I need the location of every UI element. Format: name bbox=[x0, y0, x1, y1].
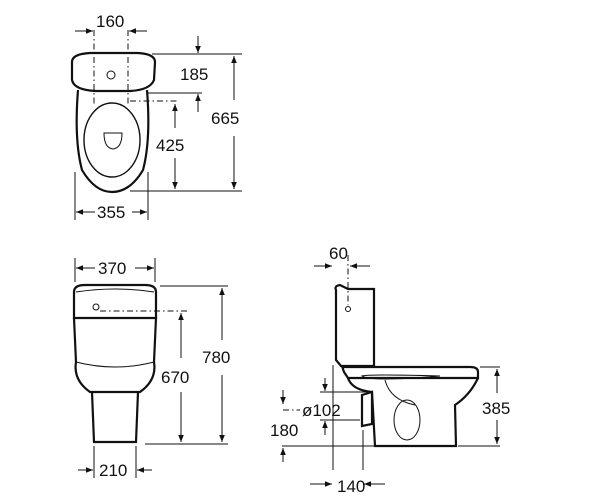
dim-185: 185 bbox=[180, 65, 208, 84]
dim-210: 210 bbox=[99, 461, 127, 480]
side-view: 60 385 ø102 180 140 bbox=[270, 244, 510, 496]
dim-670: 670 bbox=[161, 368, 189, 387]
dim-665: 665 bbox=[211, 109, 239, 128]
top-view: 160 185 665 425 355 bbox=[70, 12, 242, 222]
dim-370: 370 bbox=[98, 259, 126, 278]
front-view: 370 670 780 210 bbox=[72, 258, 230, 480]
dim-160: 160 bbox=[96, 12, 124, 31]
dim-diameter-102: ø102 bbox=[302, 401, 341, 420]
dim-425: 425 bbox=[156, 136, 184, 155]
dim-780: 780 bbox=[202, 348, 230, 367]
dim-60: 60 bbox=[329, 244, 348, 263]
dim-180: 180 bbox=[270, 421, 298, 440]
dim-355: 355 bbox=[97, 203, 125, 222]
dim-140: 140 bbox=[337, 477, 365, 496]
dim-385: 385 bbox=[482, 399, 510, 418]
